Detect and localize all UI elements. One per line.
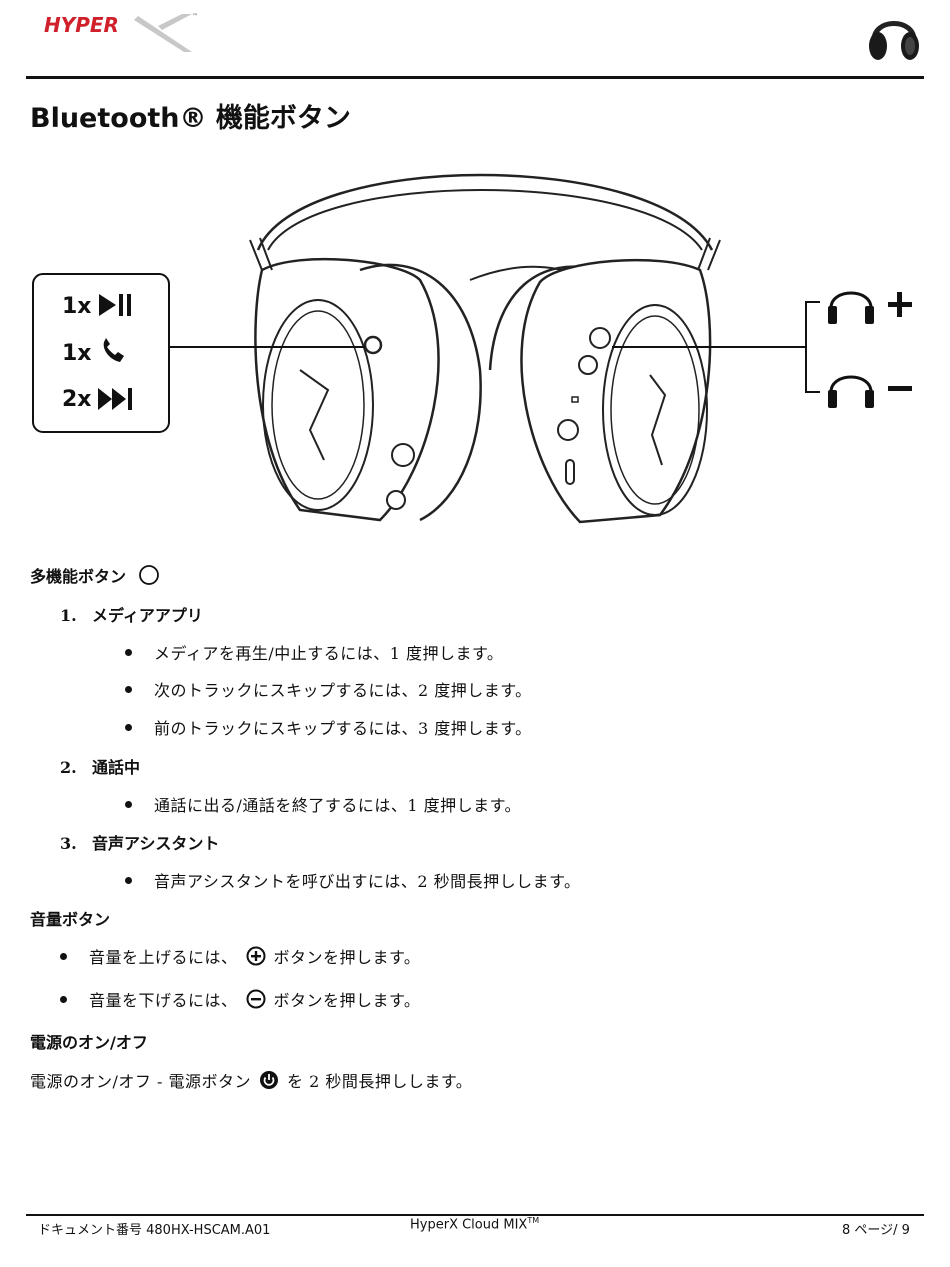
volume-heading: 音量ボタン (30, 910, 111, 929)
multi-button-circle-icon (138, 564, 159, 585)
headset-diagram: 1x 1x 2x (32, 173, 912, 524)
callout-count-3: 2x (62, 387, 92, 412)
bullet-dot (125, 801, 132, 808)
headphone-volume-up-icon (828, 291, 912, 324)
plus-circle-icon (246, 946, 266, 965)
bullet-text: 次のトラックにスキップするには、2 度押します。 (154, 681, 532, 700)
list-label: 通話中 (92, 758, 141, 777)
volume-up-text-after: ボタンを押します。 (273, 948, 421, 967)
volume-up-line: 音量を上げるには、 ボタンを押します。 (60, 944, 420, 969)
list-number: 3. (60, 834, 77, 853)
footer-doc-number: ドキュメント番号 480HX-HSCAM.A01 (38, 1223, 271, 1238)
list-item-call: 2. 通話中 (60, 754, 140, 778)
play-pause-icon (99, 294, 131, 316)
power-text-after: を 2 秒間長押しします。 (286, 1072, 473, 1091)
volume-up-text-before: 音量を上げるには、 (89, 948, 238, 967)
bullet-text: 通話に出る/通話を終了するには、1 度押します。 (154, 796, 522, 815)
footer-product: HyperX Cloud MIXTM (410, 1216, 539, 1232)
bullet-dot (60, 996, 67, 1003)
bullet-dot (125, 686, 132, 693)
bullet-voice-1: 音声アシスタントを呼び出すには、2 秒間長押しします。 (125, 868, 581, 892)
bullet-dot (125, 649, 132, 656)
list-item-media: 1. メディアアプリ (60, 602, 203, 626)
svg-text:™: ™ (192, 13, 198, 20)
bullet-dot (125, 877, 132, 884)
bullet-dot (60, 953, 67, 960)
volume-down-line: 音量を下げるには、 ボタンを押します。 (60, 987, 420, 1012)
next-track-icon (98, 388, 132, 410)
volume-down-text-before: 音量を下げるには、 (89, 991, 238, 1010)
footer-product-tm: TM (527, 1216, 540, 1225)
logo-text: HYPER (44, 13, 119, 37)
headphone-volume-down-icon (828, 375, 912, 408)
bullet-text: メディアを再生/中止するには、1 度押します。 (154, 644, 504, 663)
list-number: 1. (60, 606, 77, 625)
multi-button-heading: 多機能ボタン (30, 563, 168, 589)
bullet-media-3: 前のトラックにスキップするには、3 度押します。 (125, 715, 532, 739)
bullet-text: 音声アシスタントを呼び出すには、2 秒間長押しします。 (154, 872, 581, 891)
callout-count-1: 1x (62, 294, 92, 319)
hyperx-logo: HYPER ™ (44, 13, 198, 52)
bullet-dot (125, 724, 132, 731)
callout-count-2: 1x (62, 341, 92, 366)
headset-thumbnail-icon (869, 21, 919, 60)
phone-icon (103, 338, 124, 362)
power-icon (259, 1070, 278, 1089)
bullet-text: 前のトラックにスキップするには、3 度押します。 (154, 719, 532, 738)
list-item-voice-assistant: 3. 音声アシスタント (60, 830, 219, 854)
list-number: 2. (60, 758, 77, 777)
page-title: Bluetooth® 機能ボタン (30, 103, 351, 134)
bullet-call-1: 通話に出る/通話を終了するには、1 度押します。 (125, 792, 521, 816)
footer-divider (26, 1214, 924, 1216)
power-heading: 電源のオン/オフ (30, 1033, 148, 1052)
volume-down-text-after: ボタンを押します。 (273, 991, 421, 1010)
multi-button-heading-text: 多機能ボタン (30, 567, 127, 586)
header-divider (26, 76, 924, 79)
footer-product-name: HyperX Cloud MIX (410, 1217, 528, 1233)
minus-circle-icon (246, 989, 266, 1008)
list-label: 音声アシスタント (92, 834, 220, 853)
bullet-media-1: メディアを再生/中止するには、1 度押します。 (125, 640, 503, 664)
power-text-before: 電源のオン/オフ - 電源ボタン (30, 1072, 251, 1091)
bullet-media-2: 次のトラックにスキップするには、2 度押します。 (125, 677, 532, 701)
footer-page: 8 ページ/ 9 (842, 1223, 910, 1238)
power-line: 電源のオン/オフ - 電源ボタン を 2 秒間長押しします。 (30, 1068, 472, 1093)
list-label: メディアアプリ (92, 606, 203, 625)
